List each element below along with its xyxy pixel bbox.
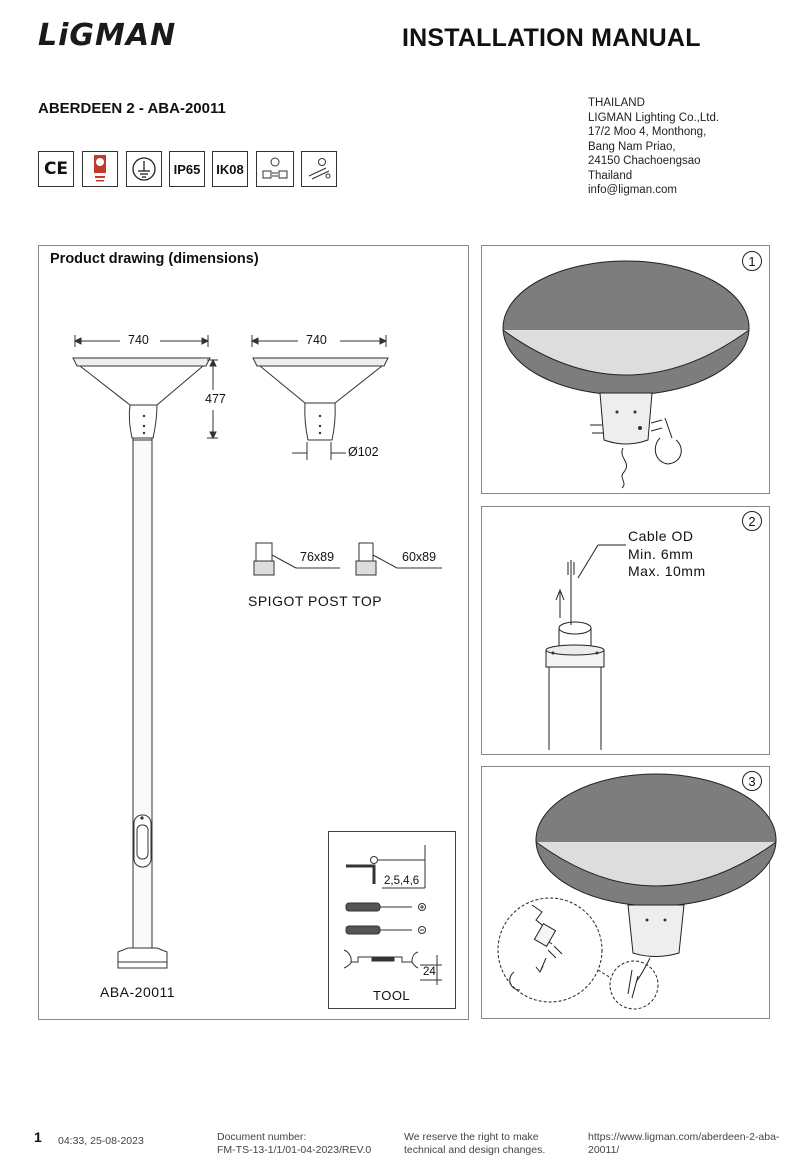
address-line: THAILAND [588,97,645,109]
address-email: info@ligman.com [588,184,678,196]
tool-connection-icon [301,151,337,187]
address-line: LIGMAN Lighting Co.,Ltd. [588,111,720,124]
ik-rating-badge: IK08 [212,151,248,187]
spigot-size-b: 60x89 [402,550,437,564]
class-1-earth-icon [126,151,162,187]
print-timestamp: 04:33, 25-08-2023 [58,1135,144,1147]
address-line: 24150 Chachoengsao [588,155,701,167]
ip-rating-badge: IP65 [169,151,205,187]
spigot-label: SPIGOT POST TOP [248,593,383,609]
spigot-size-a: 76x89 [300,550,335,564]
quality-seal-icon [82,151,118,187]
product-url-line: https://www.ligman.com/aberdeen-2-aba- [588,1131,780,1143]
document-number-value: FM-TS-13-1/1/01-04-2023/REV.0 [217,1143,372,1156]
document-number: Document number: FM-TS-13-1/1/01-04-2023… [217,1131,371,1156]
tool-box [328,831,456,1009]
address-line: Bang Nam Priao, [588,140,676,153]
brand-logo: LiGMAN [38,18,177,53]
page-number: 1 [34,1129,42,1145]
cable-spec-note: Cable OD Min. 6mm Max. 10mm [628,528,706,581]
width-dimension-left: 740 [128,333,149,347]
hex-key-sizes: 2,5,4,6 [384,875,420,887]
ce-mark-icon: CE [38,151,74,187]
cable-spec-line: Cable OD [628,528,694,544]
product-url: https://www.ligman.com/aberdeen-2-aba- 2… [588,1131,779,1156]
product-url-line: 20011/ [588,1143,620,1156]
product-name: ABERDEEN 2 - ABA-20011 [38,100,226,117]
step-1-panel [481,245,770,494]
step-2-panel [481,506,770,755]
address-line: 17/2 Moo 4, Monthong, [588,126,707,138]
page-title: INSTALLATION MANUAL [402,24,701,52]
disclaimer-line: technical and design changes. [404,1143,546,1156]
drawing-title: Product drawing (dimensions) [50,251,259,267]
step-2-number: 2 [742,511,762,531]
driver-replaceable-icon [256,151,294,187]
tool-label: TOOL [373,988,411,1003]
height-dimension: 477 [205,392,226,406]
step-3-panel [481,766,770,1019]
step-1-number: 1 [742,251,762,271]
cable-spec-line: Min. 6mm [628,545,694,562]
address-line: Thailand [588,169,633,182]
width-dimension-right: 740 [306,333,327,347]
cable-spec-line: Max. 10mm [628,563,706,579]
disclaimer-line: We reserve the right to make [404,1131,539,1143]
diameter-dimension: Ø102 [348,445,379,459]
step-3-number: 3 [742,771,762,791]
product-drawing-panel [38,245,469,1020]
model-label: ABA-20011 [100,984,176,1000]
wrench-size: 24 [423,966,436,978]
company-address: THAILAND LIGMAN Lighting Co.,Ltd. 17/2 M… [588,96,719,198]
document-number-label: Document number: [217,1131,307,1143]
disclaimer: We reserve the right to make technical a… [404,1131,545,1156]
